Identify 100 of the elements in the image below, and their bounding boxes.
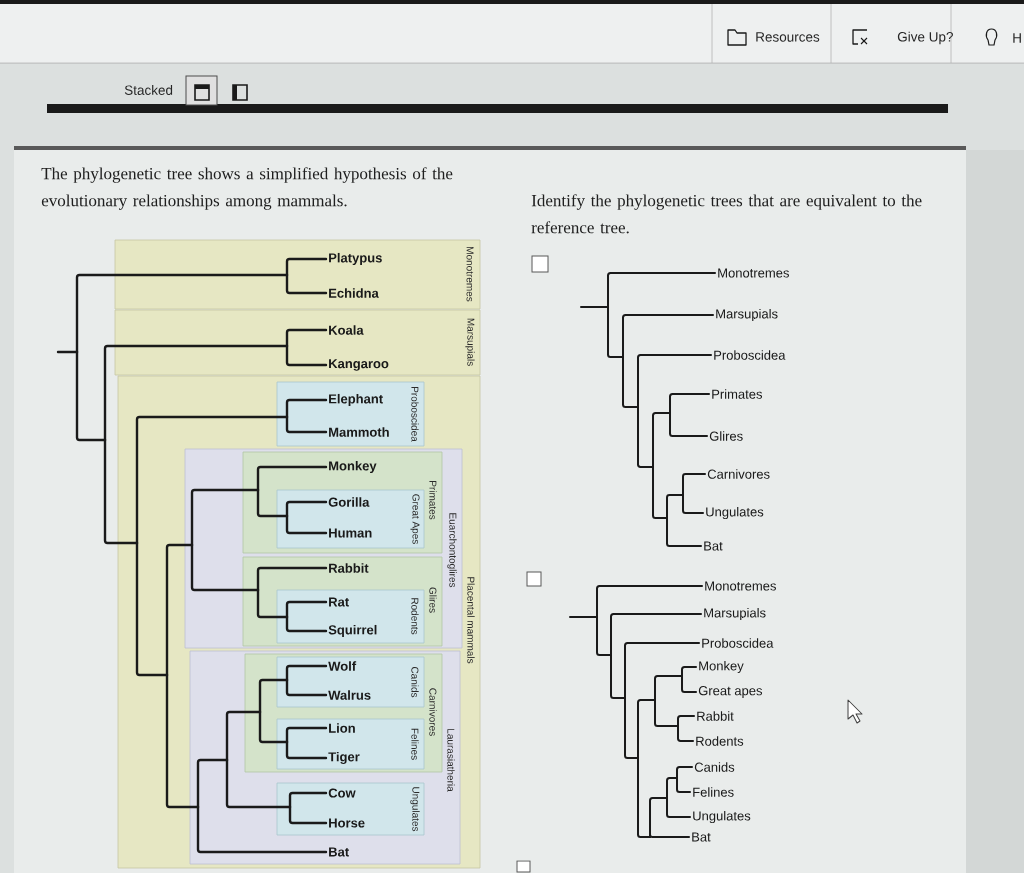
branch-line	[258, 710, 289, 744]
taxon-label: Rabbit	[329, 563, 369, 573]
branch-line	[285, 678, 328, 697]
taxon-label: Squirrel	[328, 624, 377, 638]
taxon-label: Walrus	[328, 690, 371, 700]
branch-line	[622, 356, 639, 408]
taxon-label: Monotremes	[718, 268, 789, 278]
branch-line	[75, 273, 289, 354]
branch-line	[135, 415, 289, 545]
branch-line	[610, 654, 626, 699]
taxon-label: Mammoth	[329, 427, 389, 437]
branch-line	[285, 600, 328, 619]
taxon-label: Horse	[329, 818, 365, 828]
branch-line	[607, 272, 716, 308]
branch-line	[285, 615, 328, 633]
branch-line	[225, 758, 292, 809]
branch-line	[669, 393, 710, 414]
branch-line	[652, 412, 671, 468]
branch-line	[288, 791, 328, 809]
taxon-label: Monotremes	[705, 581, 776, 591]
taxon-label: Elephant	[329, 393, 383, 407]
branch-line	[75, 350, 107, 442]
branch-line	[285, 344, 328, 367]
branch-line	[637, 354, 712, 408]
branch-line	[56, 350, 79, 354]
toolbar-link: Resources	[756, 32, 820, 42]
taxon-label: Bat	[692, 832, 711, 842]
branch-line	[610, 613, 702, 656]
branch-line	[649, 833, 690, 838]
toolbar-link: H	[1013, 33, 1021, 43]
taxon-label: Canids	[694, 762, 735, 772]
branch-line	[190, 543, 260, 592]
taxon-label: Glires	[709, 431, 743, 441]
taxon-label: Rabbit	[697, 711, 734, 721]
taxon-label: Cow	[328, 788, 356, 798]
branch-line	[637, 406, 654, 468]
taxon-label: Lion	[329, 723, 355, 733]
taxon-label: Proboscidea	[702, 638, 774, 648]
question-text: Identify the phylogenetic trees that are equivalent to the reference tree.	[531, 194, 922, 234]
branch-line	[666, 517, 702, 547]
taxon-label: Primates	[712, 389, 763, 399]
branch-line	[682, 473, 706, 496]
branch-line	[624, 697, 639, 759]
branch-line	[135, 541, 169, 677]
taxon-label: Monkey	[699, 660, 744, 674]
branch-line	[580, 306, 609, 308]
branch-line	[285, 415, 328, 434]
branch-line	[165, 543, 194, 677]
branch-line	[622, 314, 714, 358]
branch-line	[285, 257, 328, 277]
branch-line	[624, 642, 700, 699]
branch-line	[637, 699, 656, 759]
branch-line	[654, 675, 683, 701]
branch-line	[285, 328, 328, 348]
taxon-label: Rat	[329, 597, 349, 607]
branch-line	[569, 616, 598, 618]
branch-line	[596, 585, 703, 618]
branch-line	[225, 710, 262, 762]
branch-line	[669, 412, 708, 437]
toolbar-link: Give Up?	[897, 31, 953, 45]
branch-line	[165, 673, 200, 809]
taxon-label: Wolf	[328, 661, 357, 671]
layout-label: Stacked	[124, 85, 173, 95]
branch-line	[285, 273, 328, 295]
branch-line	[190, 488, 260, 547]
taxon-label: Ungulates	[706, 506, 764, 520]
branch-line	[682, 494, 704, 514]
branch-line	[285, 726, 328, 744]
taxon-label: Echidna	[329, 288, 379, 298]
branch-line	[637, 757, 651, 838]
taxon-label: Bat	[329, 847, 349, 857]
taxon-label: Gorilla	[328, 497, 370, 507]
taxon-label: Felines	[693, 787, 734, 797]
branch-line	[196, 805, 328, 854]
branch-line	[256, 588, 289, 619]
taxon-label: Monkey	[329, 460, 377, 474]
branch-line	[649, 797, 668, 838]
branch-line	[285, 500, 328, 518]
intro-text: The phylogenetic tree shows a simplified hypothesis of the evolutionary relationships among mammals.	[41, 167, 453, 210]
branch-line	[256, 566, 328, 592]
branch-line	[666, 494, 684, 519]
branch-line	[258, 678, 289, 714]
taxon-label: Koala	[329, 325, 364, 335]
branch-line	[196, 758, 229, 809]
branch-line	[103, 438, 139, 545]
branch-line	[285, 664, 328, 682]
taxon-label: Marsupials	[704, 607, 766, 621]
branch-line	[285, 514, 328, 535]
taxon-label: Bat	[704, 541, 723, 551]
branch-line	[652, 466, 668, 519]
taxon-label: Human	[329, 528, 372, 538]
branch-line	[596, 616, 612, 656]
branch-line	[681, 675, 697, 693]
taxon-label: Marsupials	[716, 308, 778, 322]
branch-line	[677, 725, 694, 742]
taxon-label: Proboscidea	[714, 350, 786, 360]
taxon-label: Great apes	[698, 686, 763, 698]
taxon-label: Carnivores	[707, 469, 770, 479]
branch-line	[654, 699, 679, 727]
branch-line	[676, 766, 693, 779]
